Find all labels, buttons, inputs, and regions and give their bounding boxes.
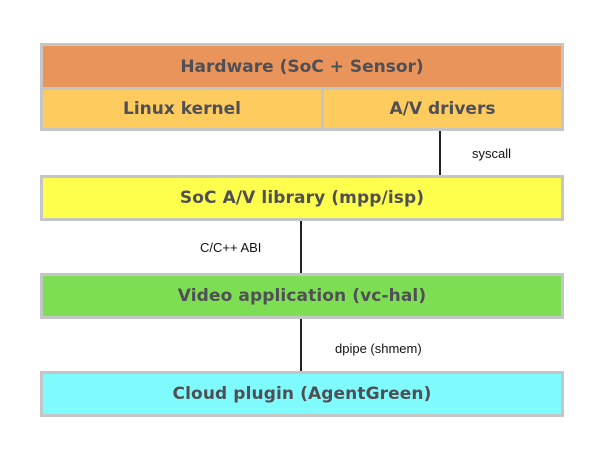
layer-hardware: Hardware (SoC + Sensor): [43, 46, 561, 87]
layer-av-drivers-label: A/V drivers: [389, 99, 496, 119]
layer-video-app-label: Video application (vc-hal): [177, 286, 427, 306]
layer-cloud-plugin-label: Cloud plugin (AgentGreen): [172, 384, 432, 404]
connector-label-syscall: syscall: [472, 146, 512, 161]
layer-soc-library-label: SoC A/V library (mpp/isp): [179, 188, 425, 208]
hardware-stack: Hardware (SoC + Sensor) Linux kernel A/V…: [40, 43, 564, 131]
connector-label-abi: C/C++ ABI: [200, 240, 262, 255]
layer-linux-kernel: Linux kernel: [43, 90, 321, 128]
connector-syscall: [439, 131, 441, 175]
layer-cloud-plugin: Cloud plugin (AgentGreen): [40, 371, 564, 417]
layer-soc-library: SoC A/V library (mpp/isp): [40, 175, 564, 221]
layer-hardware-label: Hardware (SoC + Sensor): [180, 56, 424, 77]
layer-linux-kernel-label: Linux kernel: [123, 99, 241, 119]
layer-video-app: Video application (vc-hal): [40, 273, 564, 319]
connector-abi: [300, 221, 302, 274]
layer-av-drivers: A/V drivers: [324, 90, 561, 128]
connector-dpipe: [300, 319, 302, 372]
connector-label-dpipe: dpipe (shmem): [335, 341, 422, 356]
